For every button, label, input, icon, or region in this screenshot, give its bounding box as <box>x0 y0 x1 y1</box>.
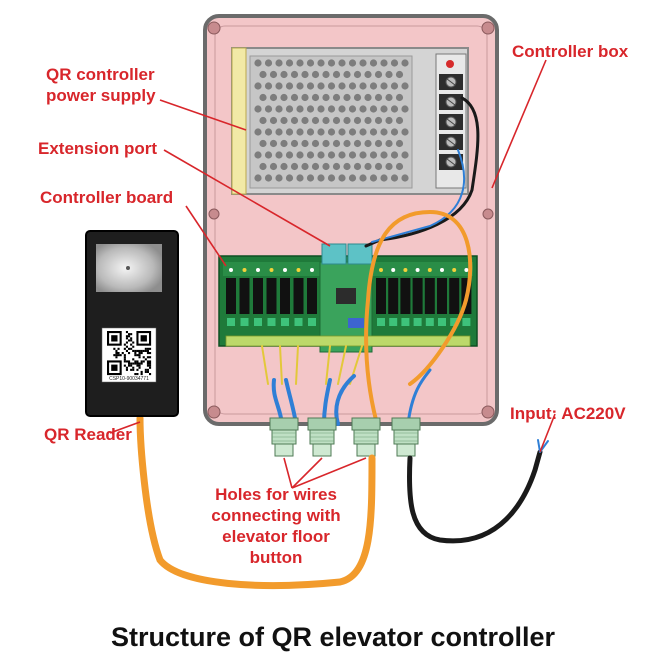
label-extension-port: Extension port <box>38 139 158 158</box>
box-screws <box>207 21 495 419</box>
label-controller-box: Controller box <box>512 42 629 61</box>
label-qr-reader: QR Reader <box>44 425 132 444</box>
label-line: QR controller <box>46 65 155 84</box>
external-cables <box>136 414 549 590</box>
qr-code <box>107 331 152 376</box>
extension-port <box>321 243 373 265</box>
label-controller-board: Controller board <box>40 188 174 207</box>
cable-glands <box>269 417 421 457</box>
label-line: connecting with <box>211 506 341 525</box>
internal-wires <box>261 96 480 426</box>
label-holes: Holes for wires connecting with elevator… <box>196 484 356 568</box>
psu-vent-grid <box>254 59 409 182</box>
label-line: elevator floor <box>222 527 330 546</box>
diagram-title: Structure of QR elevator controller <box>110 622 556 652</box>
label-input: Input: AC220V <box>510 404 626 423</box>
cable-gland-icon <box>307 417 337 457</box>
cable-gland-icon <box>351 417 381 457</box>
reader-sticker-code: CSP10-90034771 <box>109 376 149 382</box>
cable-gland-icon <box>391 417 421 457</box>
controller-board <box>218 243 478 353</box>
label-line: power supply <box>46 86 156 105</box>
power-supply <box>231 47 469 195</box>
label-qr-power-supply: QR controller power supply <box>46 64 156 106</box>
terminal-block <box>435 53 467 189</box>
pointer-lines <box>109 59 556 489</box>
cable-gland-icon <box>269 417 299 457</box>
qr-reader: CSP10-90034771 <box>85 230 179 417</box>
label-line: Holes for wires <box>215 485 337 504</box>
relay-array <box>226 268 472 326</box>
label-line: button <box>249 548 303 567</box>
